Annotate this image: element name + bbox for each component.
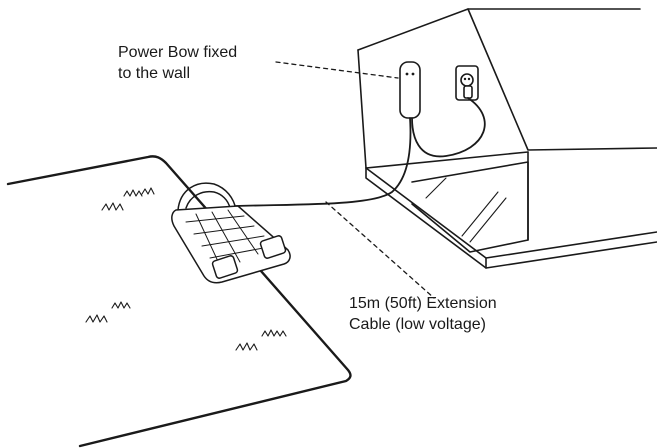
callout-power-bow-line2: to the wall (118, 65, 191, 82)
callout-power-bow-line1: Power Bow fixed (118, 44, 238, 61)
callout-extension-cable-line2: Cable (low voltage) (349, 316, 486, 333)
grass-tuft (101, 187, 155, 211)
grass-tuft (85, 301, 131, 323)
lawn-boundary (6, 155, 352, 448)
callout-extension-cable-line1: 15m (50ft) Extension (349, 295, 497, 312)
extension-cable (235, 117, 412, 207)
mower-wheel-left (211, 255, 239, 279)
house-roof (357, 8, 641, 51)
house-roof-ridge (467, 8, 657, 151)
house-window (411, 161, 529, 253)
callout-extension-cable: 15m (50ft) Extension Cable (low voltage) (349, 293, 497, 335)
grass-tuft (235, 329, 287, 351)
robotic-mower (171, 182, 291, 284)
grass-tufts (85, 187, 287, 351)
callout-power-bow: Power Bow fixed to the wall (118, 42, 237, 84)
leader-line-power-bow (275, 61, 399, 79)
power-bow-device (399, 61, 421, 119)
house (357, 8, 657, 269)
mower-wheel-right (259, 235, 287, 259)
house-base-top (365, 167, 657, 259)
wall-socket (455, 65, 479, 101)
mower-handle (177, 182, 237, 211)
leader-line-extension-cable (325, 201, 435, 299)
power-cable (411, 97, 486, 158)
house-base (365, 167, 657, 269)
house-gable-wall (357, 49, 529, 169)
window-reflection (425, 177, 507, 243)
